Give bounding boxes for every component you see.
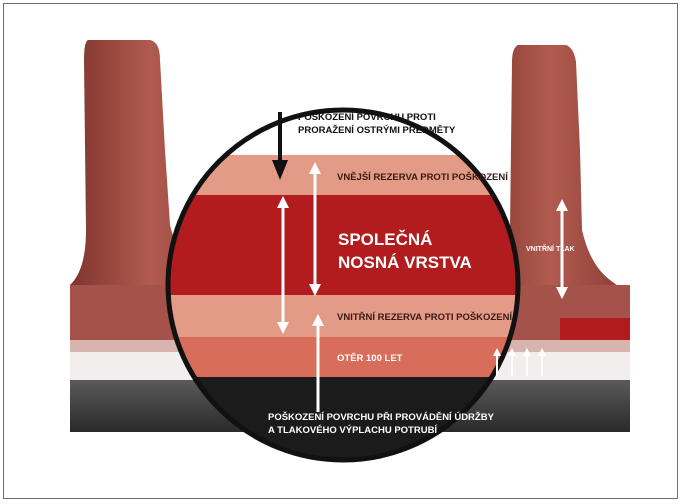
magnifier-ring: [165, 107, 521, 463]
core-band: [168, 195, 518, 295]
magnified-section: [168, 110, 518, 460]
right-red-strip: [560, 318, 630, 340]
outer-reserve-band: [168, 155, 518, 195]
inner-reserve-band: [168, 295, 518, 337]
down-arrow-icon: [272, 112, 288, 180]
bottom-damage-label-line1: POŠKOZENÍ POVRCHU PŘI PROVÁDĚNÍ ÚDRŽBY: [268, 411, 495, 423]
wear-label: OTĚR 100 LET: [337, 352, 403, 364]
top-damage-label-line1: POŠKOZENÍ POVRCHU PROTI: [298, 111, 436, 123]
core-label-line2: NOSNÁ VRSTVA: [338, 253, 472, 272]
bottom-damage-label-line2: A TLAKOVÉHO VÝPLACHU POTRUBÍ: [268, 424, 437, 436]
core-label-line1: SPOLEČNÁ: [338, 230, 432, 249]
top-damage-label-line2: PRORAŽENÍ OSTRÝMI PŘEDMĚTY: [298, 124, 456, 136]
internal-pressure-label: VNITŘNÍ TLAK: [526, 244, 575, 253]
inner-reserve-label: VNITŘNÍ REZERVA PROTI POŠKOZENÍ: [337, 311, 512, 323]
outer-reserve-label: VNĚJŠÍ REZERVA PROTI POŠKOZENÍ: [337, 171, 508, 183]
wear-band: [168, 337, 518, 377]
